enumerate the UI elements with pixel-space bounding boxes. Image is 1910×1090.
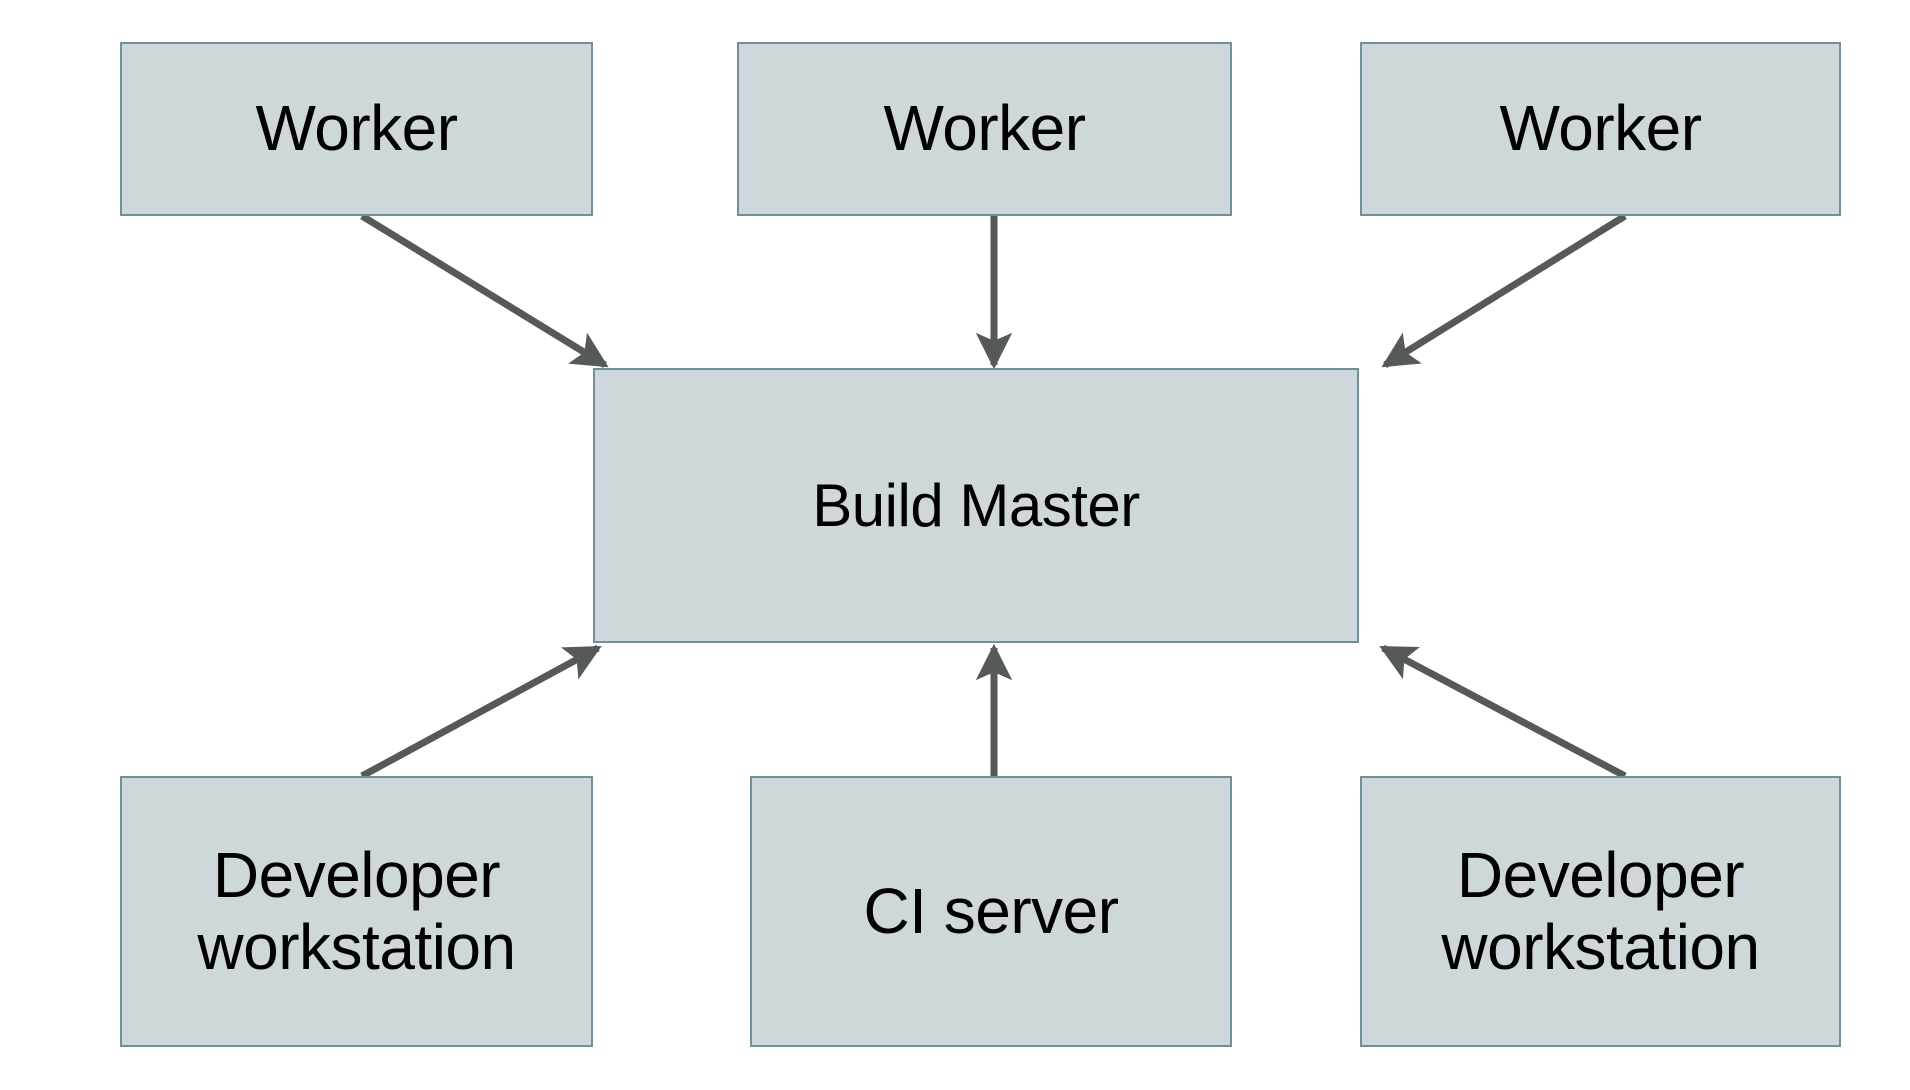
edges-group [360,213,1627,780]
node-worker-left[interactable]: Worker [120,42,593,216]
edge-worker-left-to-build-master [360,213,609,368]
edge-dev-left-to-build-master [360,644,602,780]
node-developer-workstation-right[interactable]: Developer workstation [1360,776,1841,1047]
node-label-build-master: Build Master [812,471,1140,539]
node-worker-center[interactable]: Worker [737,42,1232,216]
node-ci-server[interactable]: CI server [750,776,1232,1047]
node-build-master[interactable]: Build Master [593,368,1359,643]
node-label-ci-server: CI server [863,874,1119,947]
node-developer-workstation-left[interactable]: Developer workstation [120,776,593,1047]
node-label-developer-workstation-left: Developer workstation [197,838,516,983]
node-label-developer-workstation-right: Developer workstation [1441,838,1760,983]
node-label-worker-right: Worker [1499,92,1702,165]
node-label-worker-center: Worker [883,92,1086,165]
node-worker-right[interactable]: Worker [1360,42,1841,216]
node-label-worker-left: Worker [255,92,458,165]
edge-dev-right-to-build-master [1379,644,1627,780]
edge-worker-right-to-build-master [1381,213,1627,368]
